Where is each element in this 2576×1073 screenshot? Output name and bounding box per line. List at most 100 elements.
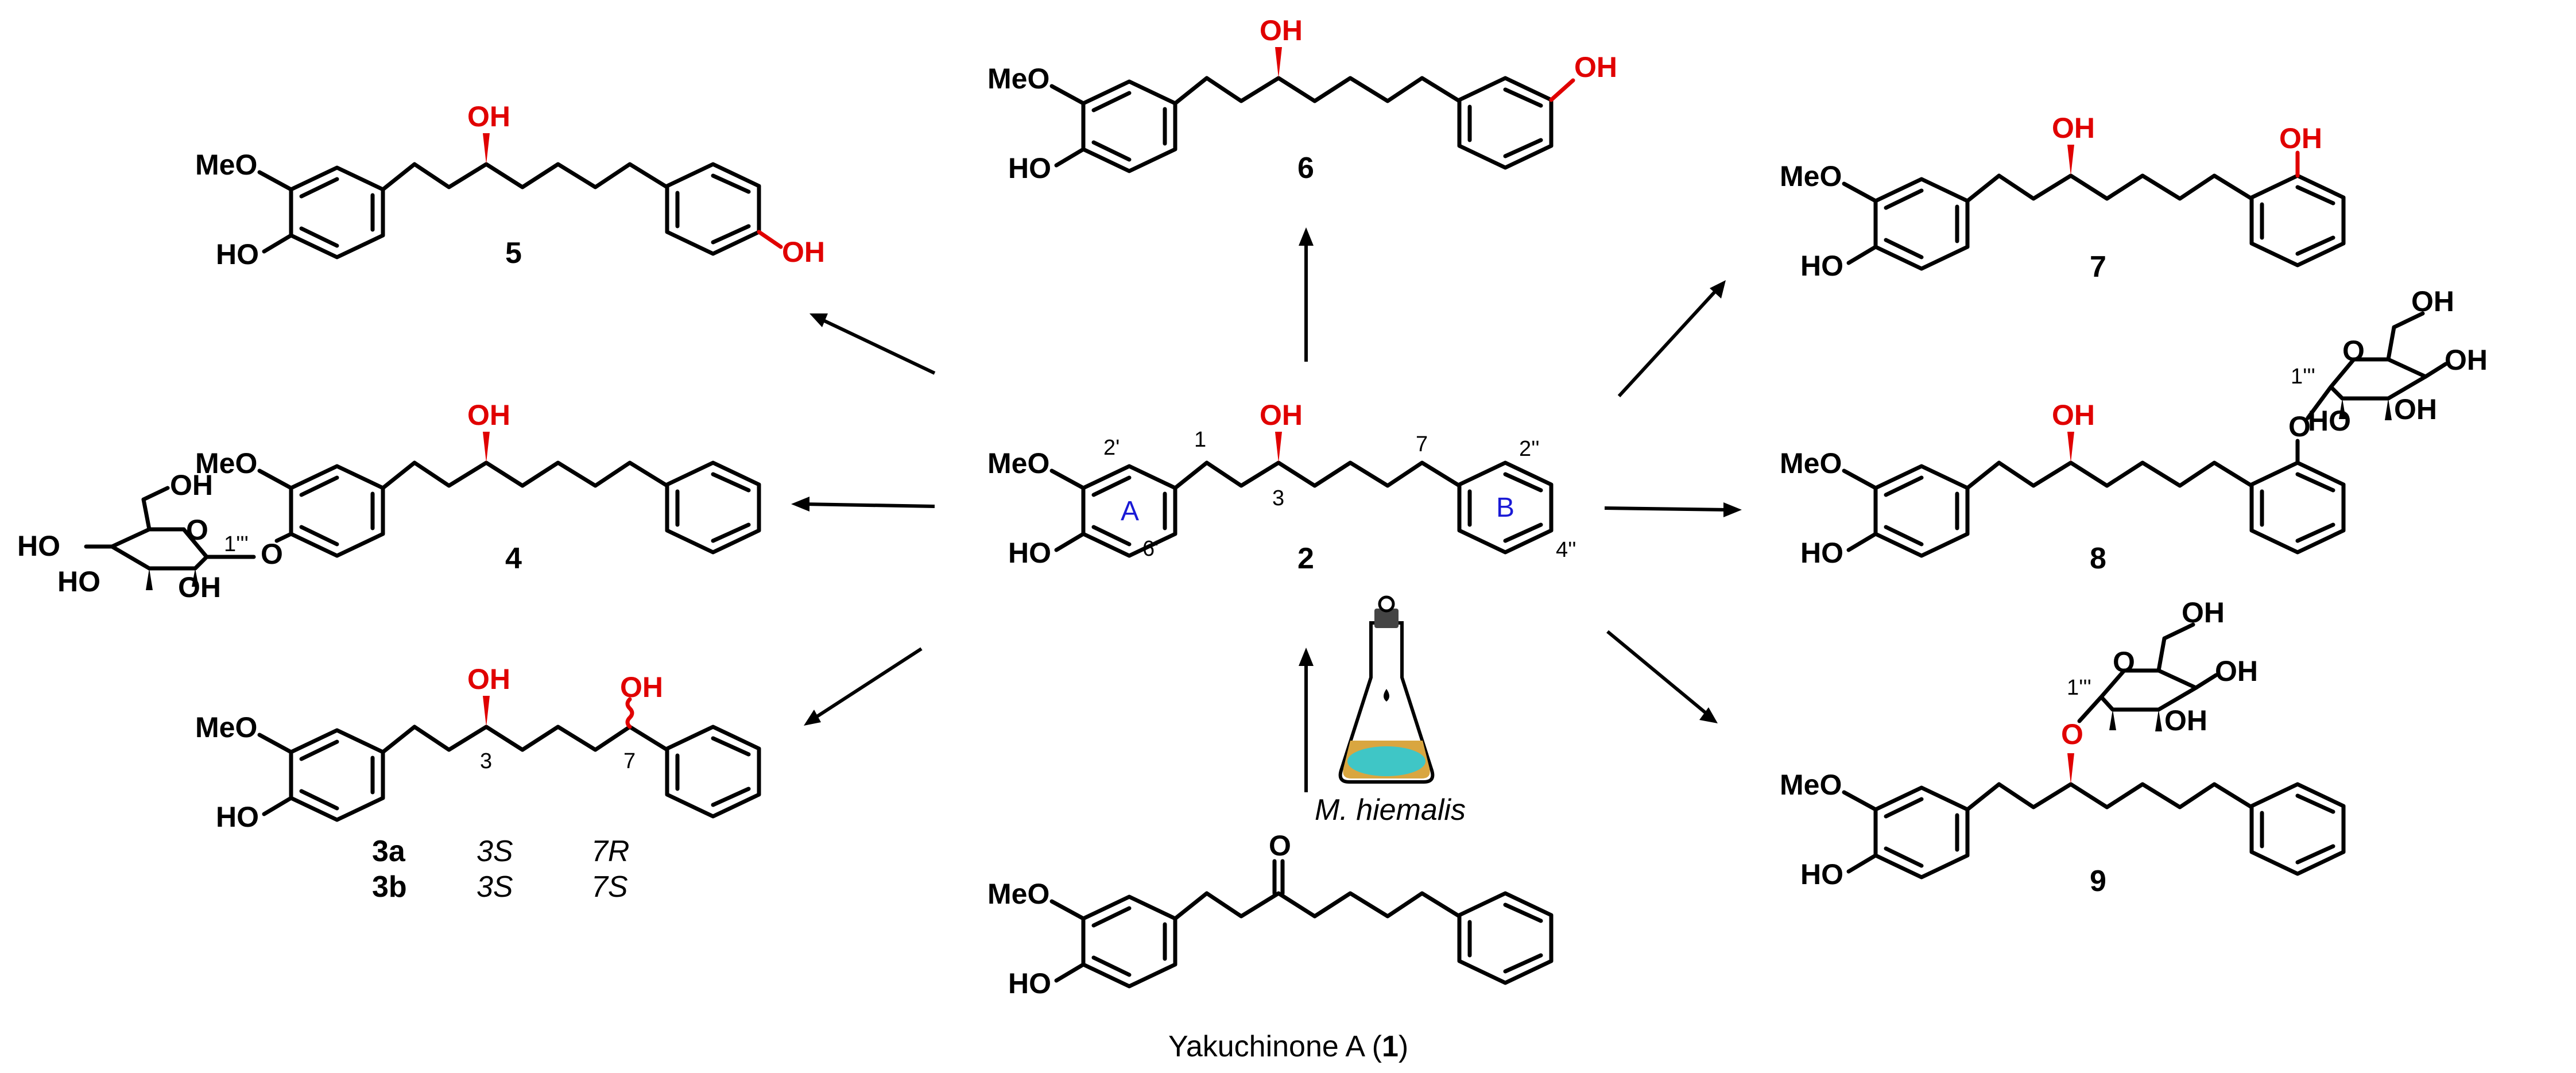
compound-7: MeO HO OH OH 7 bbox=[1780, 112, 2346, 284]
meo-label: MeO bbox=[987, 878, 1049, 910]
compound-8: O 1''' O OH OH OH HO MeO HO OH 8 bbox=[1780, 285, 2488, 575]
arrow-2-to-5 bbox=[820, 317, 936, 375]
compound-4: MeO O 1''' OH OH HO HO OH O 4 bbox=[17, 399, 761, 603]
compound-3: MeO HO OH OH 3 7 3a 3S 7R 3b 3S 7S bbox=[195, 663, 761, 904]
oh-label: OH bbox=[1260, 399, 1303, 431]
arrow-2-to-9-head bbox=[1699, 707, 1718, 723]
arrow-2-to-8-head bbox=[1723, 502, 1742, 517]
organism-label: M. hiemalis bbox=[1315, 793, 1466, 827]
sugar-oh-4-label: HO bbox=[17, 530, 60, 562]
isomer-3a-number: 3a bbox=[372, 835, 406, 868]
oh-label: OH bbox=[2052, 399, 2095, 431]
compound-6: MeO HO OH OH 6 bbox=[987, 14, 1617, 185]
sugar-oh-6-label: OH bbox=[170, 469, 213, 501]
anomeric-pos-label: 1''' bbox=[2291, 365, 2315, 389]
oh-label: OH bbox=[2052, 112, 2095, 144]
caption-name: Yakuchinone A ( bbox=[1168, 1030, 1382, 1063]
ho-label: HO bbox=[1008, 967, 1051, 1000]
oh-label: OH bbox=[1260, 14, 1303, 47]
ho-label: HO bbox=[216, 238, 259, 270]
arrow-2-to-3-head bbox=[804, 710, 821, 726]
sugar-oh-6-label: OH bbox=[2411, 285, 2454, 317]
ho-label: HO bbox=[1800, 537, 1843, 569]
meo-label: MeO bbox=[1780, 769, 1842, 801]
arrow-2-to-4-head bbox=[791, 497, 809, 512]
isomer-3a-c3-config: 3S bbox=[477, 835, 513, 868]
glycosidic-o-label: O bbox=[261, 538, 283, 570]
arrow-1-to-2-head bbox=[1299, 648, 1314, 666]
caption-number: 1 bbox=[1382, 1030, 1399, 1063]
ring-b-oh-label: OH bbox=[2279, 122, 2322, 154]
compound-number: 9 bbox=[2090, 865, 2106, 898]
isomer-3a-c7-config: 7R bbox=[591, 835, 629, 868]
compound-1: MeO HO O Yakuchinone A (1) bbox=[987, 830, 1554, 1063]
ho-label: HO bbox=[1008, 537, 1051, 569]
meo-label: MeO bbox=[987, 447, 1049, 479]
ring-b-oh-label: OH bbox=[1574, 51, 1617, 83]
fungal-culture bbox=[1347, 746, 1425, 776]
meo-label: MeO bbox=[1780, 447, 1842, 479]
ring-b-oh-label: OH bbox=[782, 236, 825, 268]
compound-number: 5 bbox=[505, 237, 522, 270]
arrow-2-to-9 bbox=[1606, 630, 1709, 716]
ho-label: HO bbox=[1008, 152, 1051, 184]
compound-5: MeO HO OH OH 5 bbox=[195, 100, 825, 270]
pos-1-label: 1 bbox=[1194, 428, 1206, 452]
pos-7-label: 7 bbox=[623, 749, 636, 773]
oh-label: OH bbox=[467, 100, 510, 133]
ho-label: HO bbox=[1800, 250, 1843, 282]
compound-number: 4 bbox=[505, 542, 522, 575]
flask-stopper bbox=[1374, 609, 1399, 628]
droplet-icon bbox=[1384, 689, 1389, 702]
carbonyl-o-label: O bbox=[1269, 830, 1291, 862]
meo-label: MeO bbox=[195, 447, 257, 479]
compound-1-caption: Yakuchinone A (1) bbox=[1168, 1030, 1408, 1063]
arrow-2-to-3 bbox=[814, 647, 923, 719]
pos-2pp-label: 2'' bbox=[1519, 437, 1540, 461]
meo-label: MeO bbox=[987, 63, 1049, 95]
compound-number: 2 bbox=[1297, 542, 1314, 575]
compound-number: 8 bbox=[2090, 542, 2106, 575]
pos-3-label: 3 bbox=[1272, 486, 1284, 510]
ring-o-label: O bbox=[2342, 335, 2365, 367]
ho-label: HO bbox=[1800, 858, 1843, 890]
sugar-oh-4-label: OH bbox=[2215, 655, 2258, 687]
sugar-oh-4-label: OH bbox=[2445, 344, 2488, 376]
meo-label: MeO bbox=[195, 711, 257, 743]
pos-7-label: 7 bbox=[1416, 432, 1428, 456]
arrow-2-to-6-head bbox=[1299, 227, 1314, 246]
ring-o-label: O bbox=[2113, 646, 2135, 678]
anomeric-pos-label: 1''' bbox=[224, 532, 249, 556]
isomer-3b-c7-config: 7S bbox=[591, 870, 628, 904]
compound-2: MeO HO OH A B 1 2' 3 6' 7 2'' 4'' 2 bbox=[987, 399, 1576, 575]
oh-7-label: OH bbox=[620, 671, 663, 703]
flask-cap bbox=[1378, 595, 1395, 613]
arrow-2-to-8 bbox=[1604, 506, 1729, 512]
glycosidic-o-label: O bbox=[2288, 410, 2311, 443]
reaction-arrows bbox=[791, 227, 1742, 792]
ring-b-label: B bbox=[1496, 493, 1514, 523]
ring-o-label: O bbox=[186, 514, 208, 546]
ring-a-label: A bbox=[1121, 496, 1139, 526]
pos-6p-label: 6' bbox=[1142, 537, 1159, 561]
sugar-oh-2-label: OH bbox=[178, 571, 221, 603]
pos-3-label: 3 bbox=[480, 749, 492, 773]
isomer-3b-c3-config: 3S bbox=[477, 870, 513, 904]
arrow-2-to-7 bbox=[1617, 288, 1718, 398]
pos-2p-label: 2' bbox=[1103, 436, 1120, 460]
culture-flask: M. hiemalis bbox=[1315, 595, 1466, 827]
anomeric-pos-label: 1''' bbox=[2067, 676, 2091, 700]
oh-label: OH bbox=[467, 399, 510, 431]
caption-close: ) bbox=[1399, 1030, 1408, 1063]
meo-label: MeO bbox=[1780, 160, 1842, 192]
compound-9: O 1''' O OH OH OH MeO HO 9 bbox=[1780, 596, 2346, 898]
compound-number: 6 bbox=[1297, 152, 1314, 185]
arrow-2-to-4 bbox=[803, 502, 935, 508]
sugar-oh-3-label: OH bbox=[2164, 704, 2207, 737]
ho-label: HO bbox=[216, 801, 259, 833]
glycosidic-o-label: O bbox=[2061, 718, 2083, 750]
sugar-oh-3-label: OH bbox=[2394, 393, 2437, 425]
arrow-2-to-7-head bbox=[1710, 280, 1726, 299]
oh-3-label: OH bbox=[467, 663, 510, 695]
